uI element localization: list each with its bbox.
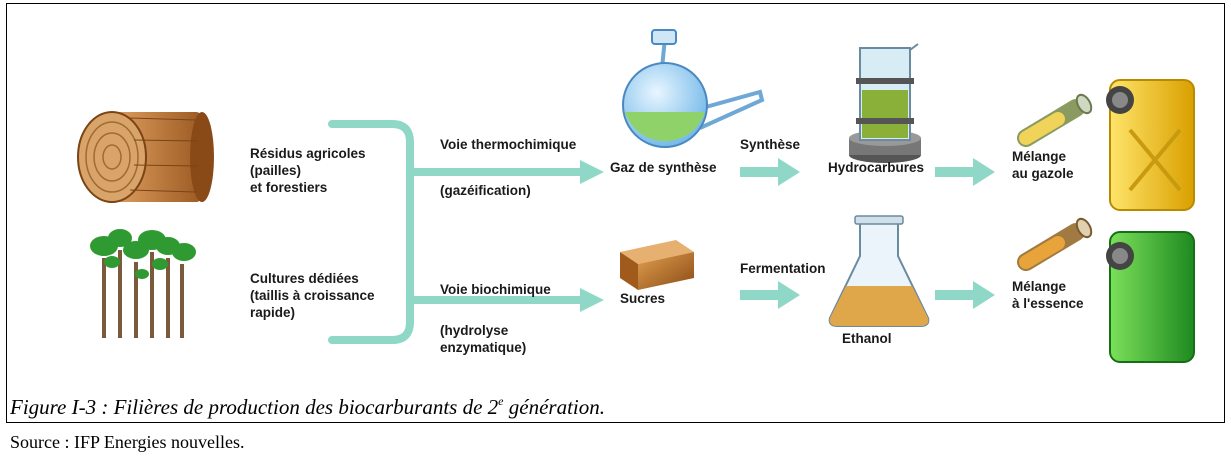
synthesis-arrow bbox=[740, 158, 800, 186]
bio-route-detail: (hydrolyse enzymatique) bbox=[440, 323, 527, 355]
diesel-test-tube-icon bbox=[1017, 93, 1093, 147]
thermo-route-label: Voie thermochimique bbox=[440, 137, 577, 152]
synthesis-step-label: Synthèse bbox=[740, 137, 801, 152]
fermentation-arrow bbox=[740, 281, 800, 309]
hydrocarbons-beaker-icon bbox=[849, 43, 921, 163]
synthesis-gas-label: Gaz de synthèse bbox=[610, 160, 717, 175]
sugars-label: Sucres bbox=[620, 291, 666, 306]
caption-prefix: Figure I-3 : Filières de production des … bbox=[10, 395, 499, 419]
wood-log-icon bbox=[77, 111, 214, 203]
thermo-route-detail: (gazéification) bbox=[440, 183, 531, 198]
ethanol-output-arrow bbox=[935, 281, 995, 309]
dedicated-crops-input-label: Cultures dédiées (taillis à croissance r… bbox=[250, 271, 375, 320]
thermo-route-arrow bbox=[410, 160, 604, 184]
fermentation-step-label: Fermentation bbox=[740, 261, 826, 276]
trees-icon bbox=[90, 229, 196, 338]
diesel-blend-label: Mélange au gazole bbox=[1012, 149, 1074, 181]
bio-route-arrow bbox=[410, 288, 604, 312]
residues-input-label: Résidus agricoles (pailles) et forestier… bbox=[250, 146, 366, 195]
figure-source: Source : IFP Energies nouvelles. bbox=[10, 432, 245, 452]
diesel-jerrycan-icon bbox=[1106, 79, 1195, 211]
figure-frame bbox=[6, 3, 1225, 423]
synthesis-gas-flask-icon bbox=[622, 29, 765, 148]
hydrocarbons-label: Hydrocarbures bbox=[828, 160, 925, 175]
hydrocarbons-output-arrow bbox=[935, 158, 995, 186]
gasoline-jerrycan-icon bbox=[1106, 231, 1195, 363]
gasoline-test-tube-icon bbox=[1017, 217, 1093, 271]
sugar-block-icon bbox=[620, 240, 694, 290]
ethanol-flask-icon bbox=[828, 215, 930, 327]
ethanol-label: Ethanol bbox=[842, 331, 892, 346]
bio-route-label: Voie biochimique bbox=[440, 282, 551, 297]
input-bracket-connector bbox=[328, 120, 414, 344]
figure-caption: Figure I-3 : Filières de production des … bbox=[10, 394, 605, 420]
caption-superscript: e bbox=[498, 394, 504, 408]
gasoline-blend-label: Mélange à l'essence bbox=[1012, 279, 1084, 311]
caption-suffix: génération. bbox=[503, 395, 605, 419]
